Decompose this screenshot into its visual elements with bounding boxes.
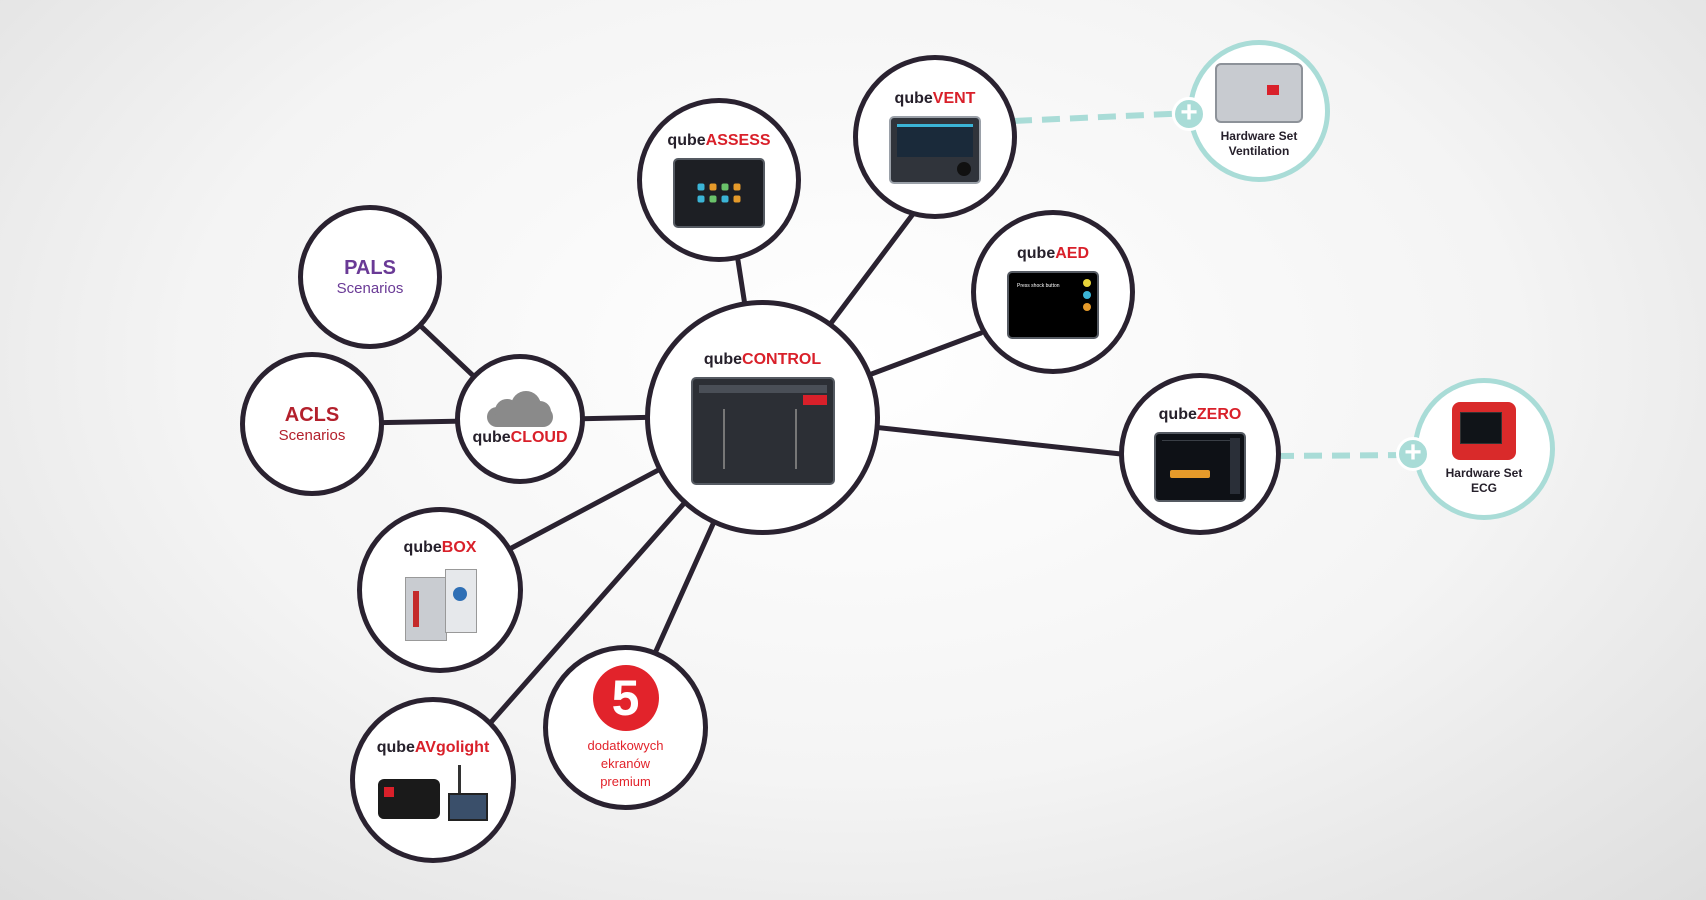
title-accent: CONTROL (742, 350, 822, 368)
node-qubeavgolight[interactable]: qubeAVgolight (350, 697, 516, 863)
title-accent: AED (1055, 245, 1089, 262)
premium-text-line3: premium (600, 773, 651, 789)
premium-count-badge: 5 (592, 664, 659, 731)
avgolight-kit-image (378, 765, 488, 821)
title-prefix: qube (703, 350, 743, 368)
title-accent: AVgolight (414, 739, 490, 756)
control-tablet-image (690, 376, 835, 485)
node-qubezero[interactable]: qubeZERO (1119, 373, 1281, 535)
aed-device-image: Press shock button (1007, 271, 1099, 339)
title-accent: ZERO (1196, 406, 1242, 423)
edge-zero-hardware (1275, 452, 1414, 459)
ventilation-case-image (1215, 63, 1303, 123)
vent-monitor-image (889, 116, 981, 184)
plus-icon[interactable]: + (1396, 437, 1430, 471)
qubevent-title: qubeVENT (895, 90, 976, 108)
title-prefix: qube (894, 90, 933, 107)
hardware-ventilation-line1: Hardware Set (1220, 129, 1298, 143)
title-prefix: qube (376, 739, 415, 756)
qubeavgolight-title: qubeAVgolight (377, 739, 490, 757)
acls-title: ACLS (284, 404, 340, 426)
title-accent: VENT (932, 90, 976, 107)
node-qubevent[interactable]: qubeVENT (853, 55, 1017, 219)
assess-tablet-image (673, 158, 765, 228)
premium-text-line1: dodatkowych (587, 737, 664, 753)
qubecontrol-title: qubeCONTROL (704, 351, 821, 369)
qubezero-title: qubeZERO (1159, 406, 1242, 424)
hardware-ecg-line2: ECG (1470, 481, 1497, 495)
node-qubeassess[interactable]: qubeASSESS (637, 98, 801, 262)
title-prefix: qube (403, 539, 442, 556)
pals-subtitle: Scenarios (336, 280, 404, 297)
hardware-ecg-line1: Hardware Set (1445, 466, 1523, 480)
zero-monitor-image (1154, 432, 1246, 502)
title-prefix: qube (1158, 406, 1197, 423)
node-qubecontrol[interactable]: qubeCONTROL (645, 300, 880, 535)
premium-text-line2: ekranów (600, 755, 651, 771)
acls-subtitle: Scenarios (278, 427, 346, 444)
node-qubecloud[interactable]: qubeCLOUD (455, 354, 585, 484)
qubecloud-title: qubeCLOUD (472, 429, 567, 447)
title-accent: ASSESS (705, 132, 771, 149)
node-acls[interactable]: ACLS Scenarios (240, 352, 384, 496)
title-prefix: qube (667, 132, 706, 149)
node-hardware-set-ventilation[interactable]: Hardware Set Ventilation (1188, 40, 1330, 182)
plus-icon[interactable]: + (1172, 97, 1206, 131)
qubeaed-title: qubeAED (1017, 245, 1089, 263)
title-accent: CLOUD (510, 429, 568, 446)
cloud-icon (483, 391, 557, 427)
qubeassess-title: qubeASSESS (667, 132, 770, 150)
box-device-image (405, 565, 477, 641)
node-premium-screens[interactable]: 5 dodatkowych ekranów premium (543, 645, 708, 810)
node-qubebox[interactable]: qubeBOX (357, 507, 523, 673)
title-prefix: qube (472, 429, 511, 446)
pals-title: PALS (344, 257, 396, 279)
qubebox-title: qubeBOX (404, 539, 477, 557)
title-prefix: qube (1017, 245, 1056, 262)
hardware-ventilation-line2: Ventilation (1228, 144, 1290, 158)
title-accent: BOX (441, 539, 477, 556)
edge-vent-hardware (1013, 110, 1191, 124)
aed-screen-text: Press shock button (1017, 283, 1060, 289)
ecg-defibrillator-image (1452, 402, 1516, 460)
node-hardware-set-ecg[interactable]: Hardware Set ECG (1413, 378, 1555, 520)
node-pals[interactable]: PALS Scenarios (298, 205, 442, 349)
node-qubeaed[interactable]: qubeAED Press shock button (971, 210, 1135, 374)
